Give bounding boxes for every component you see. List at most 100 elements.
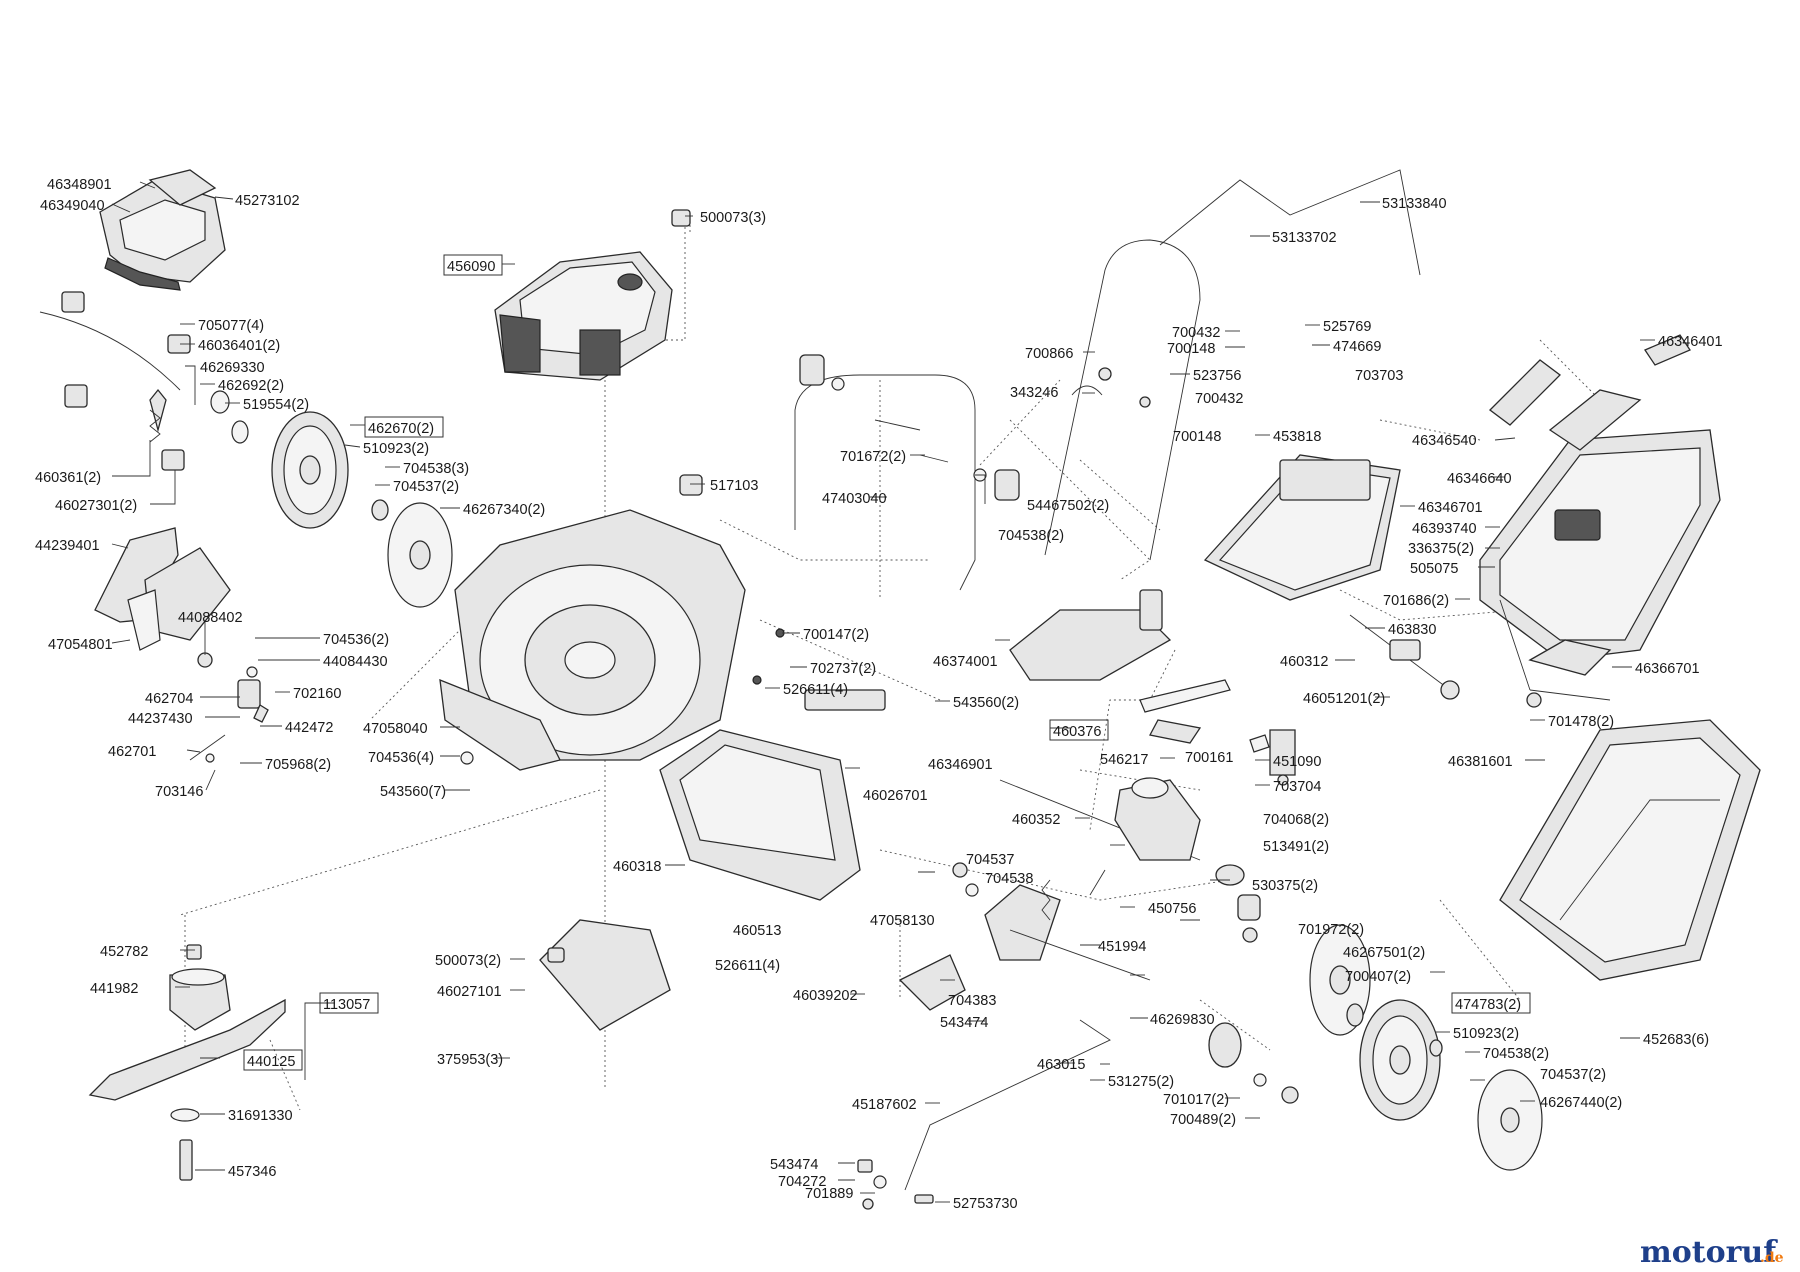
part-label: 474783(2) bbox=[1455, 997, 1521, 1013]
part-label: 701478(2) bbox=[1548, 714, 1614, 730]
part-label: 47054801 bbox=[48, 637, 113, 653]
lower-handle-tube bbox=[857, 1019, 1111, 1210]
part-label: 46267440(2) bbox=[1540, 1095, 1622, 1111]
part-label: 457346 bbox=[228, 1164, 276, 1180]
part-label: 375953(3) bbox=[437, 1052, 503, 1068]
part-label: 460376 bbox=[1053, 724, 1101, 740]
part-label: 460513 bbox=[733, 923, 781, 939]
part-label: 701686(2) bbox=[1383, 593, 1449, 609]
svg-text:motoruf: motoruf bbox=[1640, 1235, 1778, 1270]
part-label: 442472 bbox=[285, 720, 333, 736]
part-label: 46346901 bbox=[928, 757, 993, 773]
discharge-baffle bbox=[539, 689, 886, 1031]
part-label: 46366701 bbox=[1635, 661, 1700, 677]
part-label: 47058130 bbox=[870, 913, 935, 929]
part-label: 700432 bbox=[1172, 325, 1220, 341]
side-discharge-parts bbox=[94, 527, 231, 651]
part-label: 543474 bbox=[940, 1015, 988, 1031]
hub-cap-left bbox=[371, 499, 453, 608]
part-label: 704537 bbox=[966, 852, 1014, 868]
drive-pinion bbox=[1208, 1022, 1299, 1104]
part-label: 44088402 bbox=[178, 610, 243, 626]
part-label: 463830 bbox=[1388, 622, 1436, 638]
mower-deck bbox=[439, 474, 785, 771]
part-label: 700148 bbox=[1167, 341, 1215, 357]
part-label: 700148 bbox=[1173, 429, 1221, 445]
part-label: 462701 bbox=[108, 744, 156, 760]
part-label: 46393740 bbox=[1412, 521, 1477, 537]
gearbox bbox=[999, 719, 1270, 921]
part-label: 705077(4) bbox=[198, 318, 264, 334]
part-label: 46269830 bbox=[1150, 1012, 1215, 1028]
part-label: 704536(2) bbox=[323, 632, 389, 648]
part-label: 701889 bbox=[805, 1186, 853, 1202]
part-label: 517103 bbox=[710, 478, 758, 494]
drive-lever-parts bbox=[898, 862, 1151, 1011]
part-label: 46346640 bbox=[1447, 471, 1512, 487]
part-label: 53133840 bbox=[1382, 196, 1447, 212]
part-label: 53133702 bbox=[1272, 230, 1337, 246]
part-label: 700489(2) bbox=[1170, 1112, 1236, 1128]
part-label: 45187602 bbox=[852, 1097, 917, 1113]
part-label: 54467502(2) bbox=[1027, 498, 1109, 514]
part-label: 451090 bbox=[1273, 754, 1321, 770]
part-label: 510923(2) bbox=[363, 441, 429, 457]
part-label: 704538(3) bbox=[403, 461, 469, 477]
logo-brand: motoruf bbox=[1640, 1235, 1778, 1270]
part-label: 704383 bbox=[948, 993, 996, 1009]
part-label: 543474 bbox=[770, 1157, 818, 1173]
mulch-insert bbox=[1009, 589, 1172, 681]
part-label: 460361(2) bbox=[35, 470, 101, 486]
part-label: 343246 bbox=[1010, 385, 1058, 401]
part-label: 701017(2) bbox=[1163, 1092, 1229, 1108]
part-label: 441982 bbox=[90, 981, 138, 997]
part-label: 704537(2) bbox=[393, 479, 459, 495]
part-label: 452782 bbox=[100, 944, 148, 960]
part-label: 46348901 bbox=[47, 177, 112, 193]
part-label: 700866 bbox=[1025, 346, 1073, 362]
front-wheel-left bbox=[210, 390, 349, 529]
part-label: 704538(2) bbox=[998, 528, 1064, 544]
part-label: 700147(2) bbox=[803, 627, 869, 643]
grassbox-handle-rod bbox=[1349, 614, 1460, 700]
rear-flap-cover bbox=[99, 169, 226, 291]
drive-belt bbox=[1139, 679, 1231, 713]
part-label: 46267340(2) bbox=[463, 502, 545, 518]
part-label: 703703 bbox=[1355, 368, 1403, 384]
part-label: 462670(2) bbox=[368, 421, 434, 437]
part-label: 44237430 bbox=[128, 711, 193, 727]
part-label: 701972(2) bbox=[1298, 922, 1364, 938]
part-label: 705968(2) bbox=[265, 757, 331, 773]
part-label: 701672(2) bbox=[840, 449, 906, 465]
part-label: 526611(4) bbox=[715, 958, 780, 974]
grassbox-frame bbox=[1499, 599, 1612, 708]
part-label: 46346701 bbox=[1418, 500, 1483, 516]
grassbox-bag bbox=[1499, 719, 1761, 981]
part-label: 500073(2) bbox=[435, 953, 501, 969]
part-label: 704537(2) bbox=[1540, 1067, 1606, 1083]
part-label: 543560(2) bbox=[953, 695, 1019, 711]
part-label: 704538(2) bbox=[1483, 1046, 1549, 1062]
part-label: 526611(4) bbox=[783, 682, 848, 698]
part-label: 546217 bbox=[1100, 752, 1148, 768]
part-label: 704068(2) bbox=[1263, 812, 1329, 828]
part-label: 703146 bbox=[155, 784, 203, 800]
part-label: 46027301(2) bbox=[55, 498, 137, 514]
part-label: 523756 bbox=[1193, 368, 1241, 384]
part-label: 543560(7) bbox=[380, 784, 446, 800]
part-label: 46036401(2) bbox=[198, 338, 280, 354]
motoruf-logo: motoruf .de bbox=[1640, 1235, 1784, 1270]
part-label: 46051201(2) bbox=[1303, 691, 1385, 707]
part-label: 113057 bbox=[323, 997, 370, 1013]
part-label: 700161 bbox=[1185, 750, 1233, 766]
logo-suffix: .de bbox=[1760, 1250, 1784, 1266]
part-label: 500073(3) bbox=[700, 210, 766, 226]
part-label: 462704 bbox=[145, 691, 193, 707]
part-label: 440125 bbox=[247, 1054, 295, 1070]
part-label: 451994 bbox=[1098, 939, 1146, 955]
part-label: 704538 bbox=[985, 871, 1033, 887]
part-label: 474669 bbox=[1333, 339, 1381, 355]
part-label: 453818 bbox=[1273, 429, 1321, 445]
part-label: 31691330 bbox=[228, 1108, 293, 1124]
